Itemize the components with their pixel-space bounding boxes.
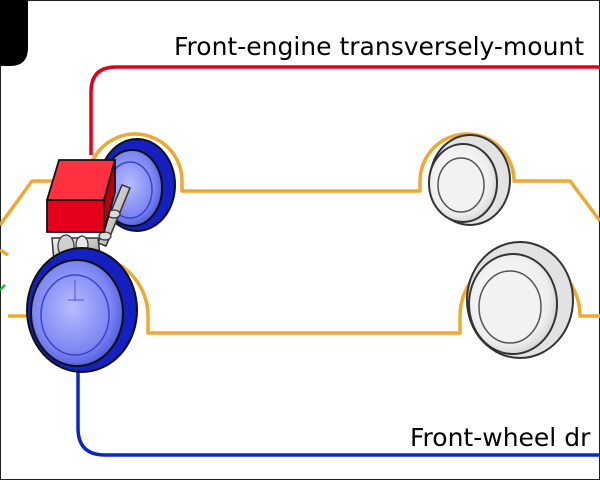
front-wheel-lower [26,247,138,373]
drive-callout-line [76,370,600,457]
drive-layout-label: Front-wheel dr [410,423,591,452]
engine-layout-label: Front-engine transversely-mount [174,32,584,61]
corner-tab [0,0,28,66]
engine-callout-line [89,65,600,155]
rear-wheel-upper [428,134,511,226]
engine-block-icon [45,159,117,233]
rear-wheel-lower [466,241,574,359]
axle-marker [0,284,6,291]
